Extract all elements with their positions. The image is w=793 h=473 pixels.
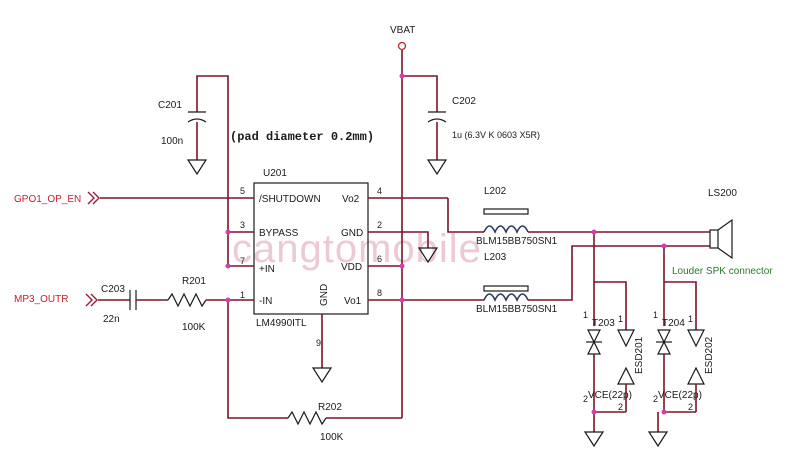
l203-ref: L203 bbox=[484, 252, 507, 263]
junction-dot bbox=[225, 297, 231, 303]
esd-pin-8: 2 bbox=[688, 402, 693, 412]
junction-dot bbox=[591, 229, 597, 235]
esd-pin-5: 1 bbox=[653, 310, 658, 320]
pin-number-3: 3 bbox=[240, 220, 245, 230]
junction-dot bbox=[661, 409, 667, 415]
c203-ref: C203 bbox=[101, 284, 125, 295]
r201-value: 100K bbox=[182, 322, 206, 333]
resistor-r201: R201 100K bbox=[167, 276, 207, 333]
ic-u201: U201 LM4990ITL /SHUTDOWN BYPASS +IN -IN … bbox=[240, 168, 382, 348]
vbat-label: VBAT bbox=[390, 25, 415, 36]
pin-label-vo2: Vo2 bbox=[342, 194, 360, 205]
esd-pin-3: 1 bbox=[618, 314, 623, 324]
c202-ref: C202 bbox=[452, 96, 476, 107]
t204-label: T204 bbox=[662, 318, 685, 329]
resistor-r202: R202 100K bbox=[287, 402, 344, 443]
r201-ref: R201 bbox=[182, 276, 206, 287]
pin-label-inp: +IN bbox=[259, 264, 275, 275]
pin-label-vdd: VDD bbox=[341, 262, 362, 273]
junction-dot bbox=[399, 297, 405, 303]
ferrite-bead-l203: L203 BLM15BB750SN1 bbox=[476, 252, 558, 315]
pin-label-bypass: BYPASS bbox=[259, 228, 299, 239]
ferrite-bead-l202: L202 BLM15BB750SN1 bbox=[476, 186, 558, 247]
esd-pin-6: 2 bbox=[653, 394, 658, 404]
pin-number-7: 7 bbox=[240, 256, 245, 266]
c201-value: 100n bbox=[161, 136, 183, 147]
ic-ref: U201 bbox=[263, 168, 287, 179]
ground-symbol-esd-right bbox=[647, 431, 669, 448]
esd-pin-7: 1 bbox=[688, 314, 693, 324]
r202-ref: R202 bbox=[318, 402, 342, 413]
pin-label-gnd: GND bbox=[341, 228, 363, 239]
junction-dot bbox=[225, 263, 231, 269]
ls200-ref: LS200 bbox=[708, 188, 737, 199]
pin-label-gnd-bottom: GND bbox=[319, 284, 330, 306]
mp3-net-port: MP3_OUTR bbox=[14, 293, 98, 307]
vbat-net: VBAT bbox=[390, 25, 438, 418]
ground-symbol-ic-gnd bbox=[417, 247, 439, 264]
esd-protection-left: T203 ESD201 VCE(22p) 1 2 1 2 bbox=[583, 232, 645, 448]
pin-number-5: 5 bbox=[240, 186, 245, 196]
ground-symbol-ic-bottom bbox=[311, 367, 333, 384]
c202-value: 1u (6.3V K 0603 X5R) bbox=[452, 130, 540, 140]
pad-diameter-note: (pad diameter 0.2mm) bbox=[230, 130, 374, 144]
junction-dot bbox=[661, 243, 667, 249]
vce-label-right: VCE(22p) bbox=[658, 390, 702, 401]
t203-label: T203 bbox=[592, 318, 615, 329]
pin-label-shutdown: /SHUTDOWN bbox=[259, 194, 321, 205]
esd-pin-1: 1 bbox=[583, 310, 588, 320]
esd-pin-4: 2 bbox=[618, 402, 623, 412]
capacitor-c203: C203 22n bbox=[101, 284, 137, 325]
speaker-ls200: LS200 Louder SPK connector bbox=[672, 188, 773, 277]
ic-part-number: LM4990ITL bbox=[256, 318, 307, 329]
esd201-label: ESD201 bbox=[634, 336, 645, 374]
pin-number-8: 8 bbox=[377, 288, 382, 298]
pin-label-inn: -IN bbox=[259, 296, 272, 307]
pin-number-4: 4 bbox=[377, 186, 382, 196]
pin-number-1: 1 bbox=[240, 290, 245, 300]
esd-protection-right: T204 ESD202 VCE(22p) 1 2 1 2 bbox=[647, 246, 715, 448]
l202-value: BLM15BB750SN1 bbox=[476, 236, 558, 247]
ground-symbol-c202 bbox=[426, 159, 448, 176]
esd-pin-2: 2 bbox=[583, 394, 588, 404]
junction-dot bbox=[399, 263, 405, 269]
ground-symbol-c201 bbox=[186, 159, 208, 176]
r202-value: 100K bbox=[320, 432, 344, 443]
ground-symbol-esd-left bbox=[583, 431, 605, 448]
junction-dot bbox=[225, 229, 231, 235]
gpo-net-port: GPO1_OP_EN bbox=[14, 191, 100, 205]
pin-number-2: 2 bbox=[377, 220, 382, 230]
esd202-label: ESD202 bbox=[704, 336, 715, 374]
c203-value: 22n bbox=[103, 314, 120, 325]
pin-number-9: 9 bbox=[316, 338, 321, 348]
junction-dot bbox=[399, 73, 405, 79]
pin-label-vo1: Vo1 bbox=[344, 296, 362, 307]
junction-dot bbox=[591, 409, 597, 415]
watermark: cangtomobile bbox=[232, 227, 482, 271]
capacitor-c201: C201 100n bbox=[158, 75, 229, 232]
vce-label-left: VCE(22p) bbox=[588, 390, 632, 401]
louder-spk-label: Louder SPK connector bbox=[672, 266, 773, 277]
l203-value: BLM15BB750SN1 bbox=[476, 304, 558, 315]
capacitor-c202: C202 1u (6.3V K 0603 X5R) bbox=[426, 96, 540, 176]
c201-ref: C201 bbox=[158, 100, 182, 111]
mp3-label: MP3_OUTR bbox=[14, 294, 68, 305]
l202-ref: L202 bbox=[484, 186, 507, 197]
junction-dots bbox=[225, 73, 667, 415]
gpo-label: GPO1_OP_EN bbox=[14, 194, 81, 205]
pin-number-6: 6 bbox=[377, 254, 382, 264]
